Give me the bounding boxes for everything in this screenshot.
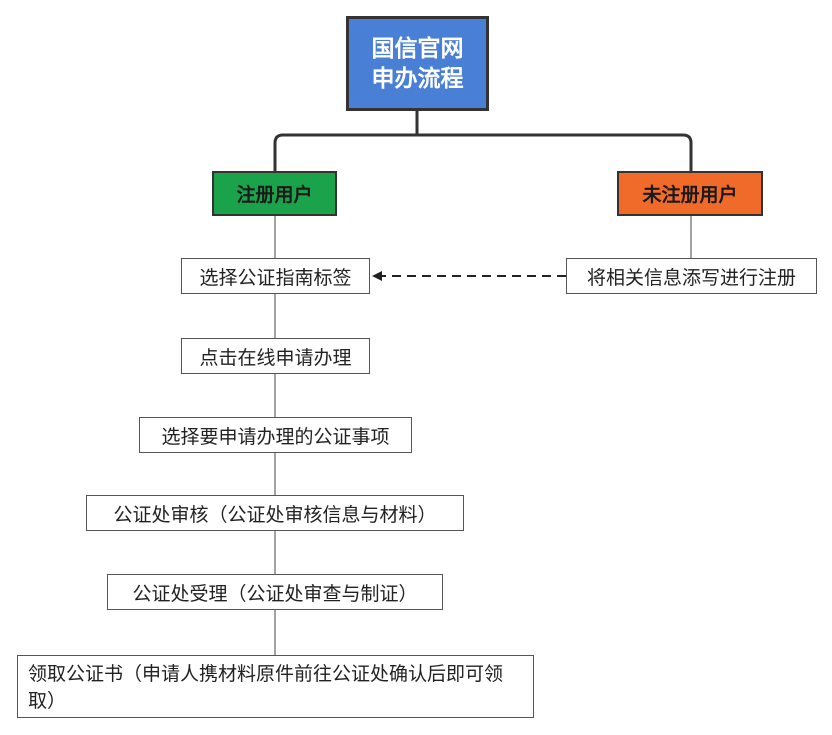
step-collect-label: 领取公证书（申请人携材料原件前往公证处确认后即可领取）	[28, 663, 504, 712]
step-apply-online-label: 点击在线申请办理	[199, 346, 352, 369]
step-apply-online: 点击在线申请办理	[181, 338, 370, 374]
registered-user-box: 注册用户	[212, 171, 337, 216]
unregistered-user-box: 未注册用户	[617, 171, 763, 216]
process-title-box: 国信官网 申办流程	[346, 16, 489, 111]
step-register-label: 将相关信息添写进行注册	[586, 266, 796, 289]
step-register: 将相关信息添写进行注册	[566, 258, 817, 294]
step-select-item-label: 选择要申请办理的公证事项	[161, 425, 390, 448]
root-to-branches-connector	[273, 111, 693, 171]
step-review: 公证处审核（公证处审核信息与材料）	[86, 495, 464, 531]
step-select-guide: 选择公证指南标签	[181, 258, 370, 294]
step-select-guide-label: 选择公证指南标签	[199, 266, 352, 289]
step-collect: 领取公证书（申请人携材料原件前往公证处确认后即可领取）	[17, 655, 534, 718]
step-review-label: 公证处审核（公证处审核信息与材料）	[113, 503, 437, 526]
step-select-item: 选择要申请办理的公证事项	[139, 417, 412, 453]
unregistered-user-label: 未注册用户	[642, 184, 738, 206]
step-accept: 公证处受理（公证处审查与制证）	[107, 574, 443, 610]
process-title: 国信官网 申办流程	[371, 35, 464, 92]
step-accept-label: 公证处受理（公证处审查与制证）	[132, 582, 418, 605]
registered-user-label: 注册用户	[236, 184, 313, 206]
